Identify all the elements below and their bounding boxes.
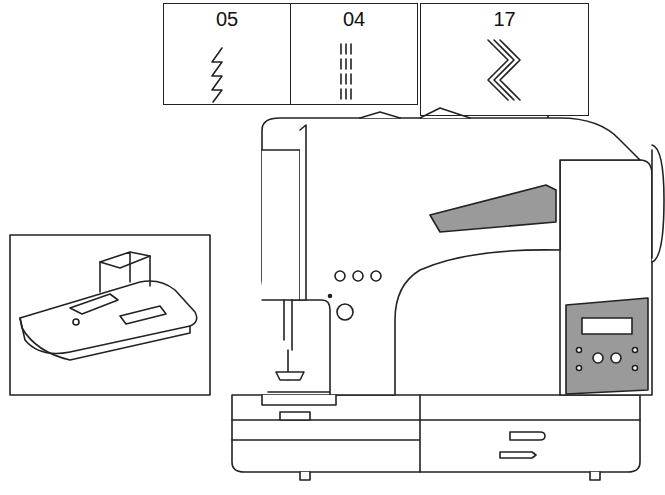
stitch-number: 04 [291, 8, 417, 30]
stitch-symbol [212, 48, 222, 102]
stitch-box: 17 [420, 3, 589, 116]
stitch-number: 05 [164, 8, 290, 30]
stitch-number: 17 [421, 8, 588, 30]
sewing-machine [232, 108, 664, 480]
presser-foot-panel [10, 235, 210, 395]
stitch-box: 05 [163, 3, 291, 105]
stitch-symbol [341, 44, 351, 99]
presser-foot [20, 252, 197, 360]
stitch-symbol [488, 40, 520, 100]
stitch-box: 04 [290, 3, 418, 105]
